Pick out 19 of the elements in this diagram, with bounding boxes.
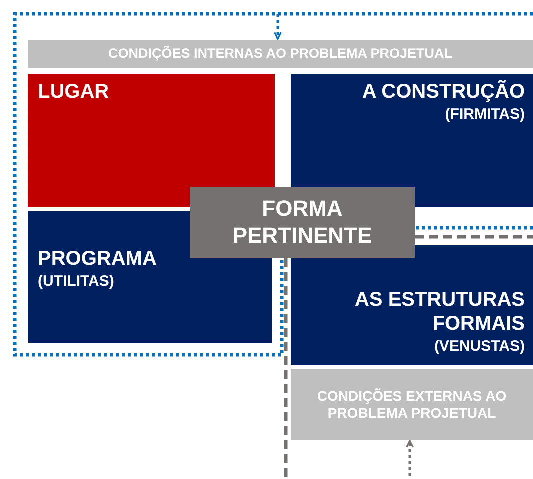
box-subtitle: (VENUSTAS)	[433, 338, 525, 357]
arrow	[274, 14, 282, 40]
box-title: LUGAR	[38, 80, 110, 104]
text-box	[28, 211, 190, 343]
text-box	[291, 369, 533, 440]
text-box	[291, 258, 533, 365]
text-box	[28, 74, 275, 187]
box-subtitle: (UTILITAS)	[38, 273, 116, 292]
text-box	[291, 74, 533, 187]
box-title: CONDIÇÕES EXTERNAS AO PROBLEMA PROJETUAL	[316, 388, 508, 422]
arrow	[406, 440, 414, 476]
text-box	[28, 40, 533, 68]
text-box	[190, 187, 415, 258]
box-title: PROGRAMA	[38, 247, 158, 271]
box-title: FORMA PERTINENTE	[232, 196, 374, 249]
box-title: AS ESTRUTURAS FORMAIS	[354, 288, 525, 336]
box-title: A CONSTRUÇÃO	[361, 80, 525, 104]
box-title: CONDIÇÕES INTERNAS AO PROBLEMA PROJETUAL	[107, 46, 454, 62]
box-subtitle: (FIRMITAS)	[444, 106, 525, 125]
